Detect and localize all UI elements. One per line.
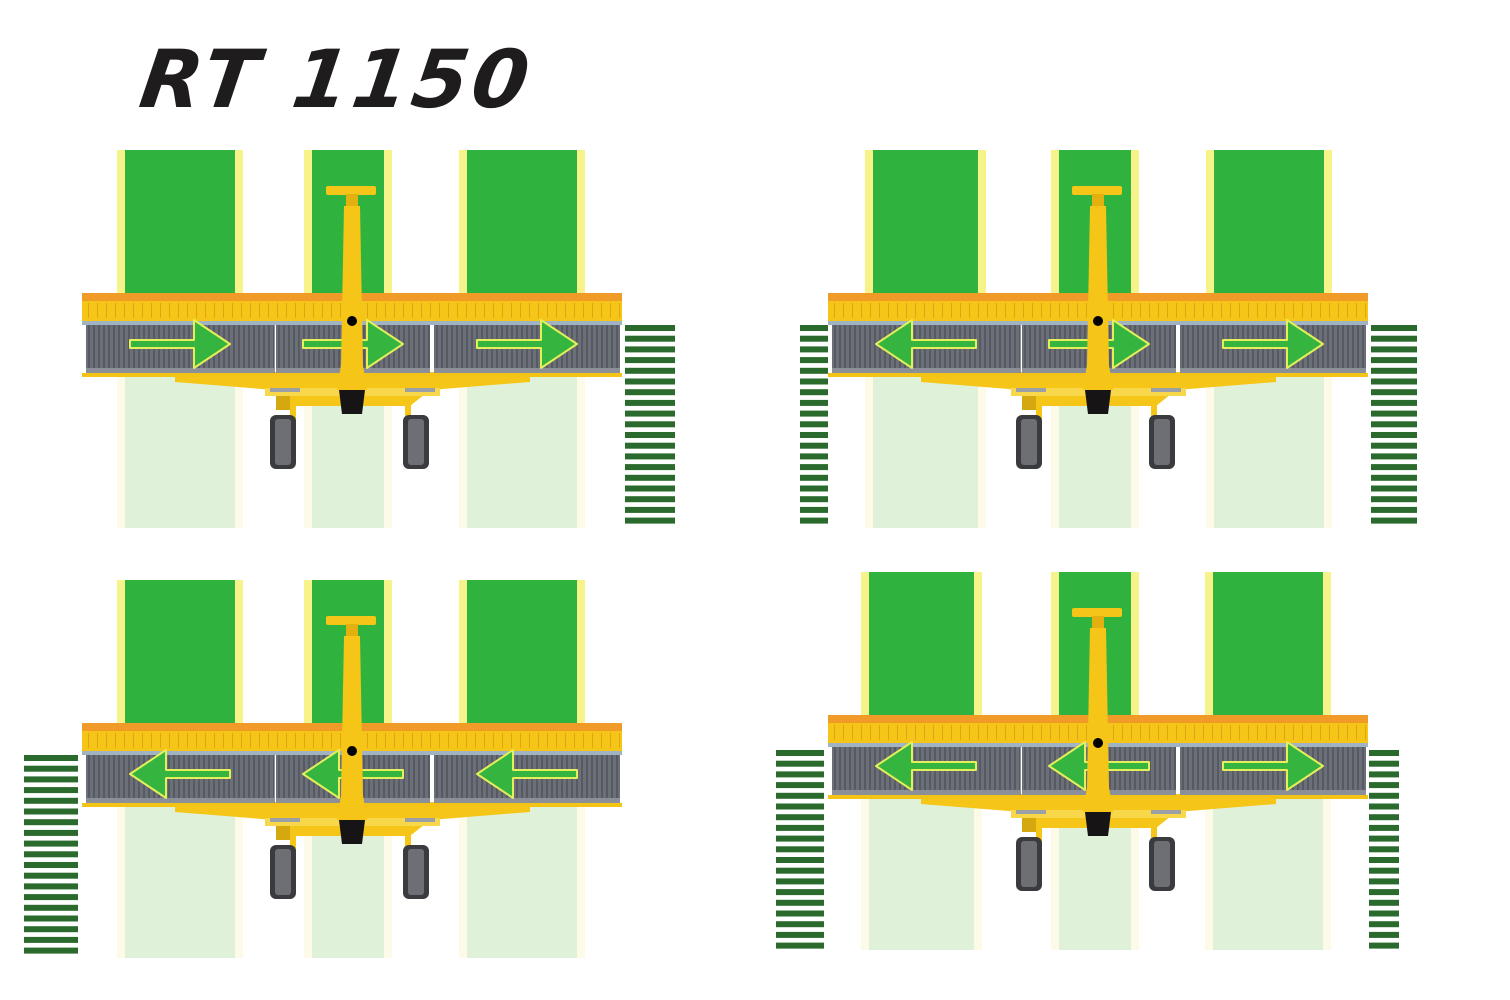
windrow-left bbox=[24, 755, 78, 954]
windrow-right bbox=[1369, 750, 1399, 949]
tire-icon bbox=[270, 415, 296, 469]
panel-bottom-right bbox=[776, 572, 1399, 950]
windrow-left bbox=[800, 325, 828, 524]
arrow-right-icon bbox=[1222, 319, 1324, 369]
belt-section-3 bbox=[1180, 319, 1366, 373]
tire-icon bbox=[270, 845, 296, 899]
arrow-left-icon bbox=[875, 319, 977, 369]
tire-icon bbox=[1016, 415, 1042, 469]
belt-section-3 bbox=[1180, 741, 1366, 795]
tire-icon bbox=[403, 415, 429, 469]
belt-section-1 bbox=[86, 319, 275, 373]
panel-top-right bbox=[800, 150, 1417, 528]
arrow-right-icon bbox=[1222, 741, 1324, 791]
arrow-right-icon bbox=[129, 319, 231, 369]
belt-section-3 bbox=[434, 749, 620, 803]
drawbar bbox=[1072, 186, 1122, 414]
tire-icon bbox=[1149, 415, 1175, 469]
windrow-right bbox=[625, 325, 675, 524]
tire-icon bbox=[1016, 837, 1042, 891]
panel-top-left bbox=[82, 150, 675, 528]
belt-section-1 bbox=[86, 749, 275, 803]
arrow-left-icon bbox=[476, 749, 578, 799]
tire-icon bbox=[1149, 837, 1175, 891]
belt-section-3 bbox=[434, 319, 620, 373]
arrow-left-icon bbox=[129, 749, 231, 799]
arrow-left-icon bbox=[875, 741, 977, 791]
windrow-left bbox=[776, 750, 824, 949]
belt-section-1 bbox=[832, 319, 1021, 373]
drawbar bbox=[326, 616, 376, 844]
arrow-right-icon bbox=[476, 319, 578, 369]
drawbar bbox=[326, 186, 376, 414]
drawbar bbox=[1072, 608, 1122, 836]
panel-bottom-left bbox=[24, 580, 622, 958]
tire-icon bbox=[403, 845, 429, 899]
belt-section-1 bbox=[832, 741, 1021, 795]
windrow-right bbox=[1371, 325, 1417, 524]
